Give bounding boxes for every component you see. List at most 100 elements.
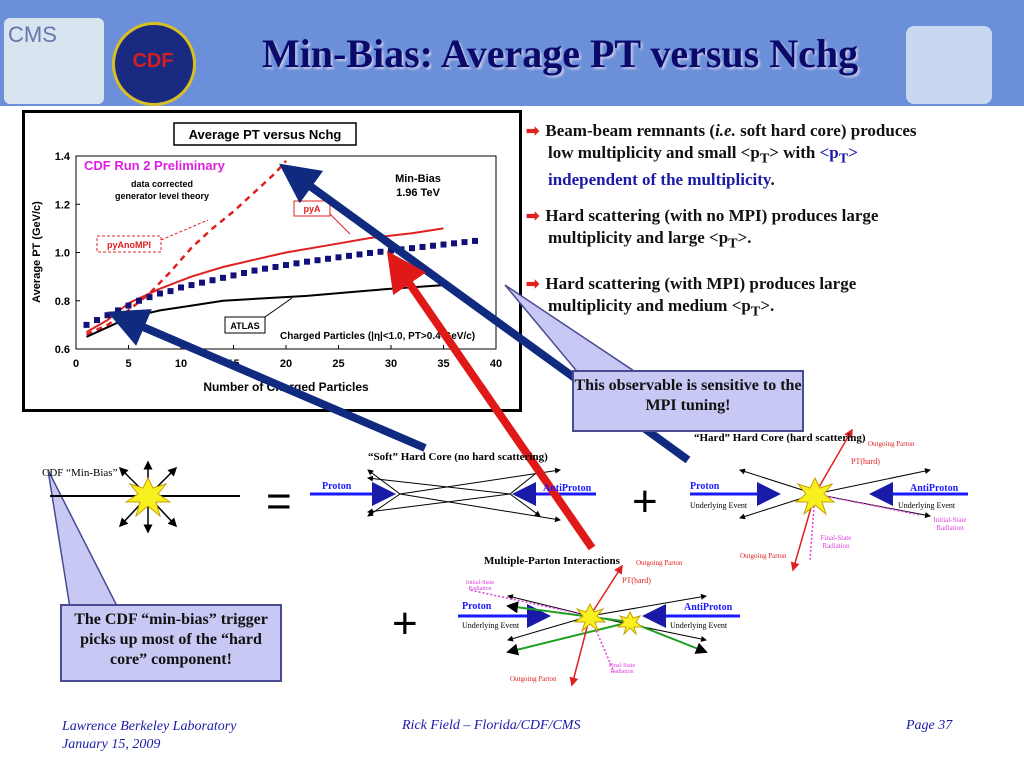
isr-label-1: Initial-State Radiation xyxy=(933,516,967,532)
cms-logo xyxy=(4,18,104,104)
data-point-cdf xyxy=(157,290,163,297)
footer-author: Rick Field – Florida/CDF/CMS xyxy=(402,718,581,733)
data-point-cdf xyxy=(136,297,142,304)
data-point-cdf xyxy=(472,237,478,244)
data-point-cdf xyxy=(430,242,436,249)
data-point-cdf xyxy=(419,243,426,250)
annotation-energy: 1.96 TeV xyxy=(396,187,440,199)
underlying-label-1: Underlying Event xyxy=(690,501,748,510)
data-point-cdf xyxy=(178,284,184,291)
bullet-3: ➡Hard scattering (with MPI) produces lar… xyxy=(526,274,857,320)
antiproton-label-3: AntiProton xyxy=(684,602,733,613)
x-tick-label: 5 xyxy=(125,358,131,370)
hard-core-label: “Hard” Hard Core (hard scattering) xyxy=(694,432,866,444)
outgoing-label-2: Outgoing Parton xyxy=(740,552,787,560)
y-tick-label: 1.4 xyxy=(55,151,71,163)
bullet-2: ➡Hard scattering (with no MPI) produces … xyxy=(526,206,879,252)
x-tick-label: 10 xyxy=(175,358,187,370)
data-point-cdf xyxy=(335,254,342,261)
mpi-label: Multiple-Parton Interactions xyxy=(484,555,620,567)
legend-label-atlas: ATLAS xyxy=(230,321,259,331)
plus-sign-1: + xyxy=(632,477,658,526)
chart-title: Average PT versus Nchg xyxy=(189,127,342,142)
fsr-label-2: Final-State Radiation xyxy=(608,663,636,675)
data-point-cdf xyxy=(283,262,289,269)
annotation-minbias: Min-Bias xyxy=(395,173,441,185)
data-point-cdf xyxy=(230,272,237,279)
outgoing-label-1: Outgoing Parton xyxy=(868,440,915,448)
bullet-1: ➡Beam-beam remnants (i.e. soft hard core… xyxy=(526,121,917,190)
mpi-diagram xyxy=(458,564,740,687)
y-tick-label: 1.0 xyxy=(55,248,70,260)
data-point-cdf xyxy=(94,317,100,324)
data-point-cdf xyxy=(125,302,132,309)
callout-mpi-pointer xyxy=(504,284,643,376)
y-tick-label: 0.8 xyxy=(55,296,70,308)
annotation-theory: generator level theory xyxy=(115,191,209,201)
data-point-cdf xyxy=(188,282,195,289)
data-point-cdf xyxy=(314,257,321,264)
x-tick-label: 30 xyxy=(385,358,397,370)
data-point-cdf xyxy=(262,265,268,272)
cms-logo-text: CMS xyxy=(8,22,57,47)
data-point-cdf xyxy=(209,277,216,284)
florida-logo xyxy=(906,26,992,104)
chart-frame xyxy=(22,110,522,412)
hard-core-diagram xyxy=(690,428,968,572)
arrow-soft-to-chart xyxy=(107,309,427,452)
proton-label-1: Proton xyxy=(322,481,352,492)
data-point-cdf xyxy=(346,252,352,259)
x-tick-label: 25 xyxy=(332,358,344,370)
x-tick-label: 20 xyxy=(280,358,292,370)
data-point-cdf xyxy=(440,241,447,248)
outgoing-label-4: Outgoing Parton xyxy=(510,675,557,683)
underlying-label-2: Underlying Event xyxy=(898,501,956,510)
legend-label-pya: pyA xyxy=(303,204,321,214)
arrow-right-icon: ➡ xyxy=(526,276,540,293)
legend-box-pyanompi xyxy=(96,235,162,253)
data-point-cdf xyxy=(388,247,394,254)
data-point-cdf xyxy=(461,239,468,246)
legend-leader-pyanompi xyxy=(160,219,209,241)
data-point-cdf xyxy=(304,258,310,265)
soft-core-label: “Soft” Hard Core (no hard scattering) xyxy=(368,451,548,463)
pthard-label-2: PT(hard) xyxy=(622,576,651,585)
x-tick-label: 0 xyxy=(73,358,79,370)
minbias-diagram xyxy=(50,460,240,534)
underlying-label-4: Underlying Event xyxy=(670,621,728,630)
legend-leader-atlas xyxy=(264,297,293,318)
y-tick-label: 0.6 xyxy=(55,344,70,356)
data-point-cdf xyxy=(241,270,247,277)
y-tick-label: 1.2 xyxy=(55,199,70,211)
data-point-cdf xyxy=(251,267,258,274)
soft-core-diagram xyxy=(310,467,596,523)
data-point-cdf xyxy=(272,263,279,270)
data-point-cdf xyxy=(83,321,90,328)
data-point-cdf xyxy=(377,248,384,255)
outgoing-label-3: Outgoing Parton xyxy=(636,559,683,567)
data-point-cdf xyxy=(451,240,457,247)
callout-cdf-pointer xyxy=(47,469,120,609)
x-tick-label: 35 xyxy=(437,358,449,370)
arrow-right-icon: ➡ xyxy=(526,123,540,140)
pthard-label-1: PT(hard) xyxy=(851,457,880,466)
underlying-label-3: Underlying Event xyxy=(462,621,520,630)
data-point-cdf xyxy=(199,279,205,286)
annotation-run: CDF Run 2 Preliminary xyxy=(84,158,226,173)
series-line-pyanompi xyxy=(85,159,287,336)
data-point-cdf xyxy=(356,251,363,258)
footer-page: Page 37 xyxy=(906,718,953,733)
plus-sign-2: + xyxy=(392,599,418,648)
data-point-cdf xyxy=(409,245,415,252)
proton-label-3: Proton xyxy=(462,601,492,612)
annotation-cuts: Charged Particles (|η|<1.0, PT>0.4 GeV/c… xyxy=(280,331,475,342)
data-point-cdf xyxy=(325,255,331,262)
page-title: Min-Bias: Average PT versus Nchg xyxy=(261,31,859,76)
data-point-cdf xyxy=(220,274,226,281)
callout-mpi-sensitive: This observable is sensitive to the MPI … xyxy=(572,370,804,432)
legend-box-atlas xyxy=(224,316,266,334)
arrow-mpi-to-chart xyxy=(386,250,596,551)
